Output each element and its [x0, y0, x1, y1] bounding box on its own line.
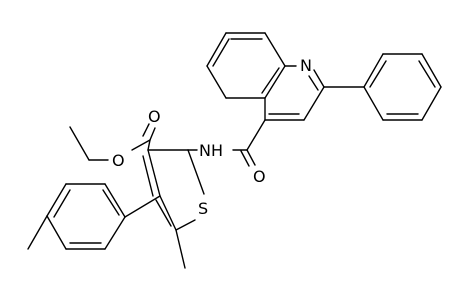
tolyl-ring: [46, 183, 161, 250]
amide-linker: [187, 119, 266, 167]
ester-carbonyl-oxygen-label: O: [148, 107, 161, 126]
tolyl-methyl: [27, 215, 48, 250]
ring-nitrogen-label: N: [300, 56, 312, 75]
amide-oxygen-label: O: [253, 167, 266, 186]
ethyl-ester-group: [69, 123, 156, 161]
thiophene-methyl: [175, 229, 186, 269]
ester-ether-oxygen-label: O: [112, 151, 125, 170]
phenyl-ring: [323, 53, 442, 121]
thiophene-sulfur-label: S: [198, 199, 208, 218]
quinoline-pyridine-ring: [264, 65, 325, 121]
quinoline-benzo-ring: [206, 32, 286, 99]
amide-nh-label: NH: [199, 141, 223, 160]
thiophene-ring: [142, 149, 205, 231]
